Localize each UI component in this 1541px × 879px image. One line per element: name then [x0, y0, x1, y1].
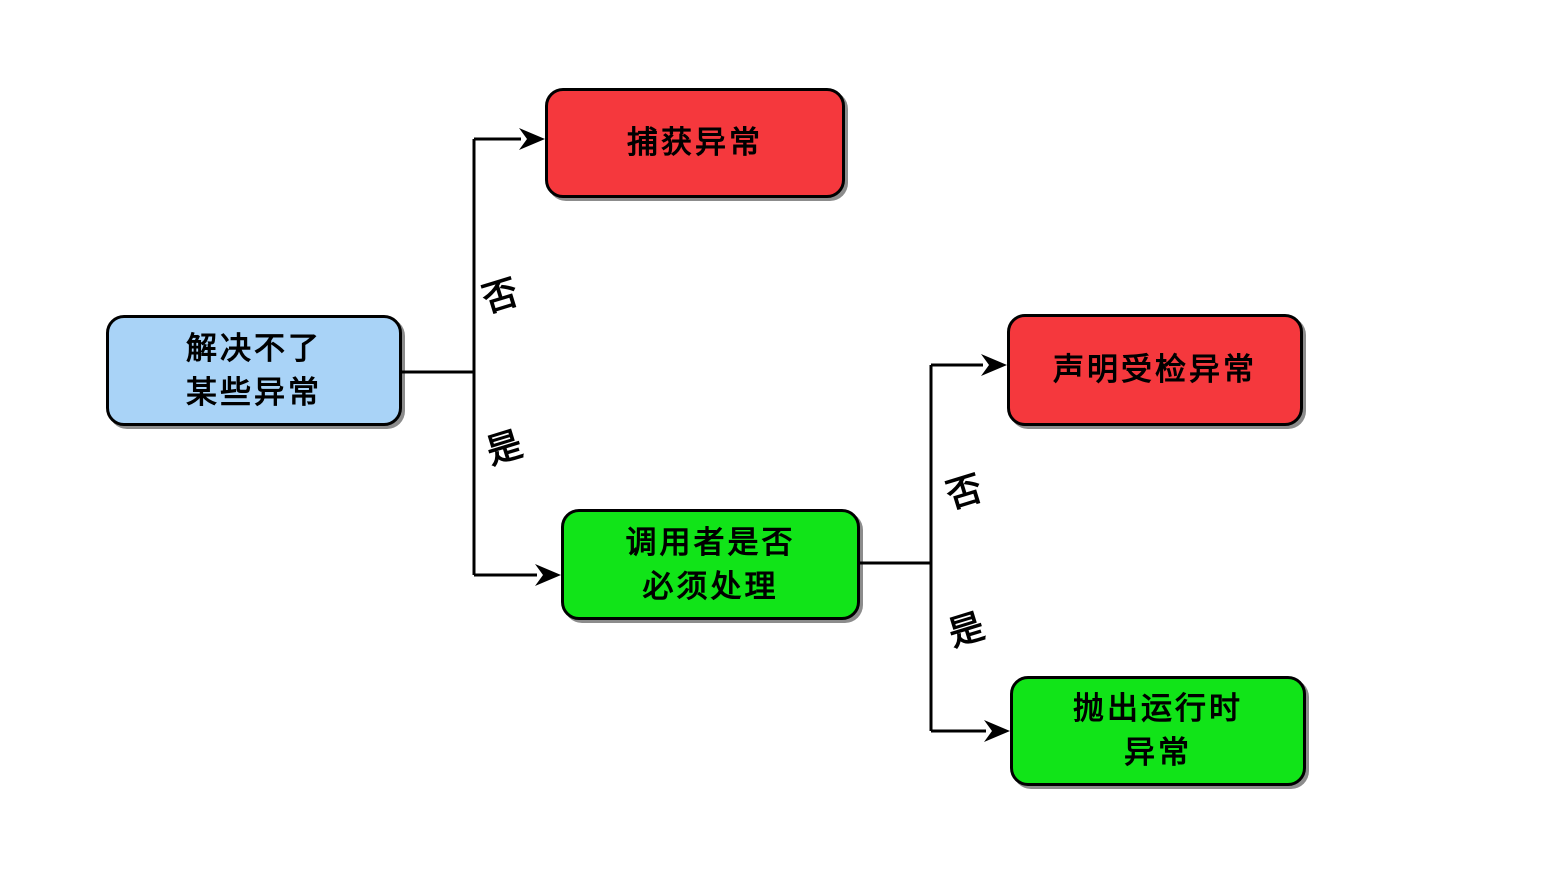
- node-declare-checked-exception: 声明受检异常: [1007, 314, 1303, 426]
- node-caller-must-handle: 调用者是否 必须处理: [561, 509, 860, 620]
- node-cannot-resolve-exception: 解决不了 某些异常: [106, 315, 402, 426]
- arrowhead-declare: [981, 354, 1007, 376]
- arrowhead-caller: [535, 564, 561, 586]
- arrowhead-catch: [519, 128, 545, 150]
- node-catch-exception: 捕获异常: [545, 88, 845, 198]
- node-throw-runtime-exception: 抛出运行时 异常: [1010, 676, 1306, 786]
- arrowhead-throw: [984, 720, 1010, 742]
